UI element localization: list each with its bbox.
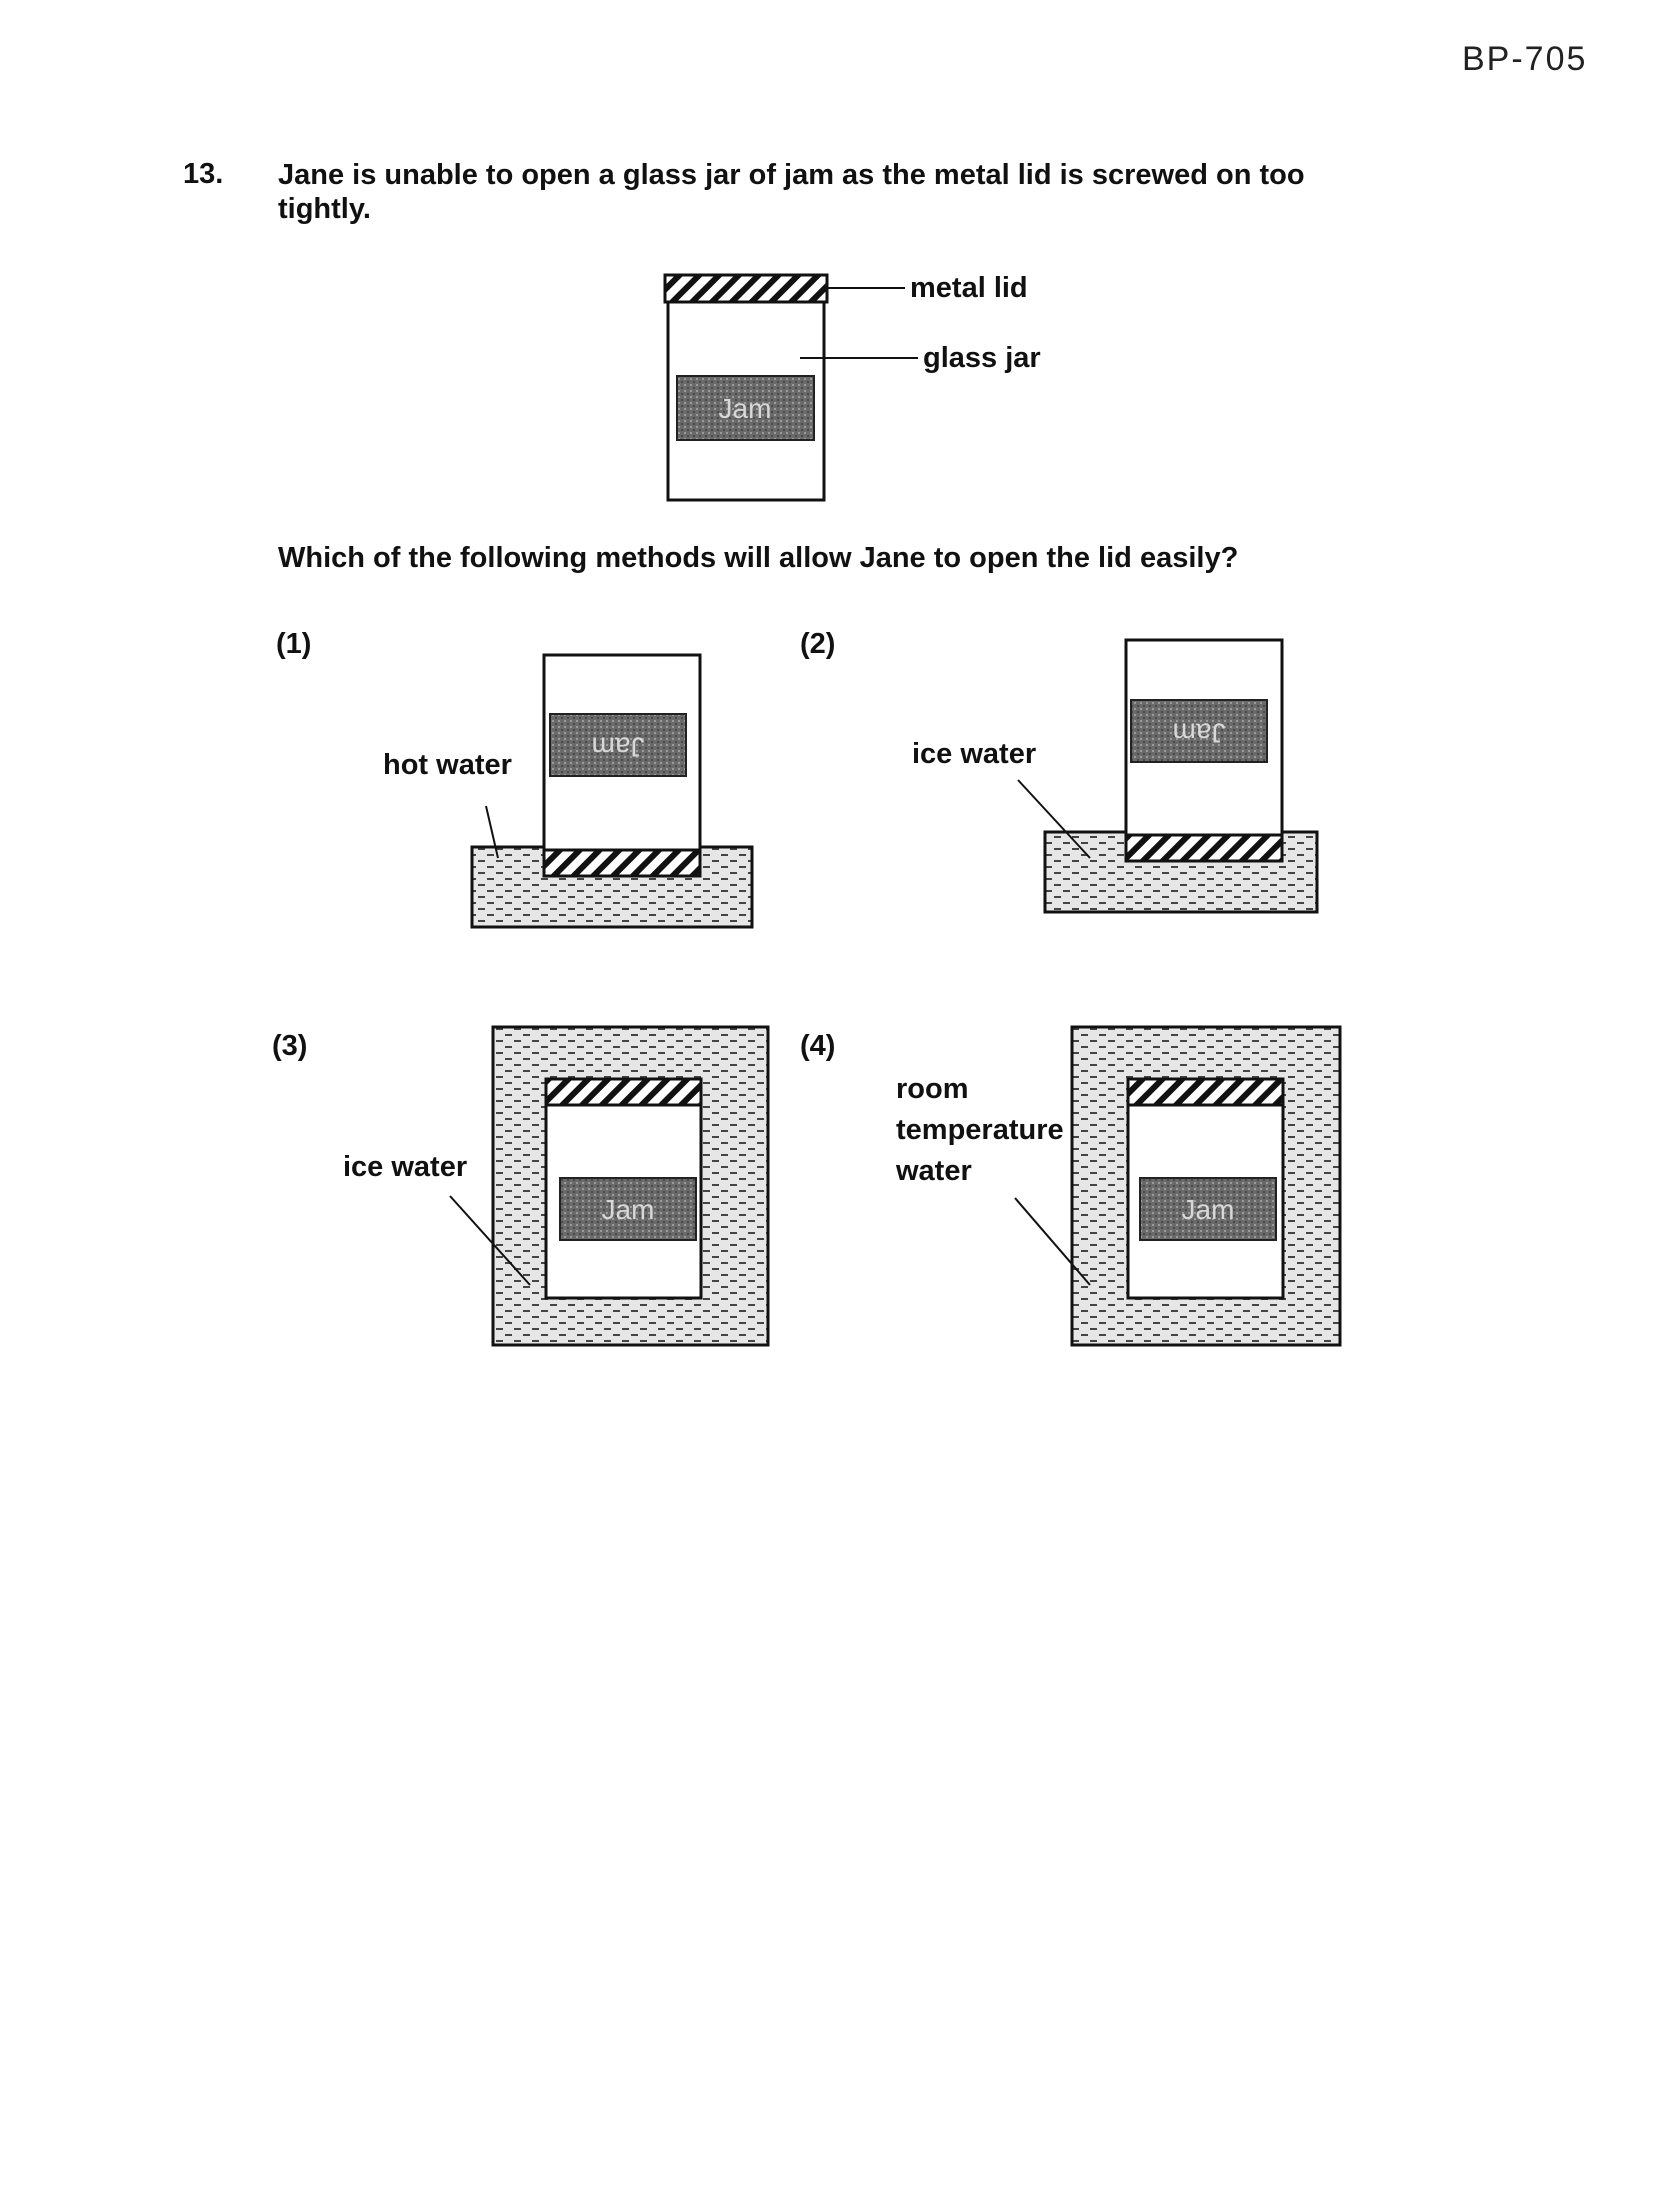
jam-label-box xyxy=(1139,1177,1277,1241)
jam-text: Jam xyxy=(1182,1194,1235,1225)
question-text: Jane is unable to open a glass jar of ja… xyxy=(278,159,1305,225)
metal-lid xyxy=(544,1077,703,1107)
question-prompt: Which of the following methods will allo… xyxy=(278,542,1239,574)
glass-jar-label: glass jar xyxy=(923,342,1041,374)
water-leader-line xyxy=(1017,779,1091,859)
page-code: BP-705 xyxy=(1462,40,1588,78)
option-2-number: (2) xyxy=(800,628,836,660)
water-leader-line xyxy=(449,1195,531,1286)
jam-text: Jam xyxy=(602,1194,655,1225)
water-label: ice water xyxy=(912,738,1036,770)
metal-lid xyxy=(1126,1077,1285,1107)
water-label-line-2: temperature xyxy=(896,1114,1064,1146)
water-label-line-1: room xyxy=(896,1073,969,1105)
option-3-number: (3) xyxy=(272,1030,308,1062)
metal-lid xyxy=(542,848,702,878)
metal-lid xyxy=(663,273,829,304)
option-4-number: (4) xyxy=(800,1030,836,1062)
water-label: ice water xyxy=(343,1151,467,1183)
option-3-diagram: Jam ice water xyxy=(343,1025,770,1347)
jam-label-box xyxy=(1130,699,1268,763)
main-jar-diagram: Jam metal lid glass jar xyxy=(663,272,1041,502)
option-1-diagram: Jam hot water xyxy=(383,653,754,929)
water-label-line-3: water xyxy=(895,1155,972,1187)
metal-lid xyxy=(1124,833,1284,863)
jam-text: Jam xyxy=(1173,718,1226,749)
water-label: hot water xyxy=(383,749,512,781)
question-number: 13. xyxy=(183,158,224,190)
option-2-diagram: Jam ice water xyxy=(912,638,1319,914)
jam-text: Jam xyxy=(592,732,645,763)
option-1-number: (1) xyxy=(276,628,312,660)
water-leader-line xyxy=(1014,1197,1091,1286)
jam-label-box xyxy=(559,1177,697,1241)
metal-lid-label: metal lid xyxy=(910,272,1028,304)
option-4-diagram: Jam room temperature water xyxy=(895,1025,1342,1347)
jam-label-box xyxy=(549,713,687,777)
jam-text: Jam xyxy=(719,393,772,424)
jam-label-box xyxy=(676,375,815,441)
water-leader-line xyxy=(485,805,499,859)
